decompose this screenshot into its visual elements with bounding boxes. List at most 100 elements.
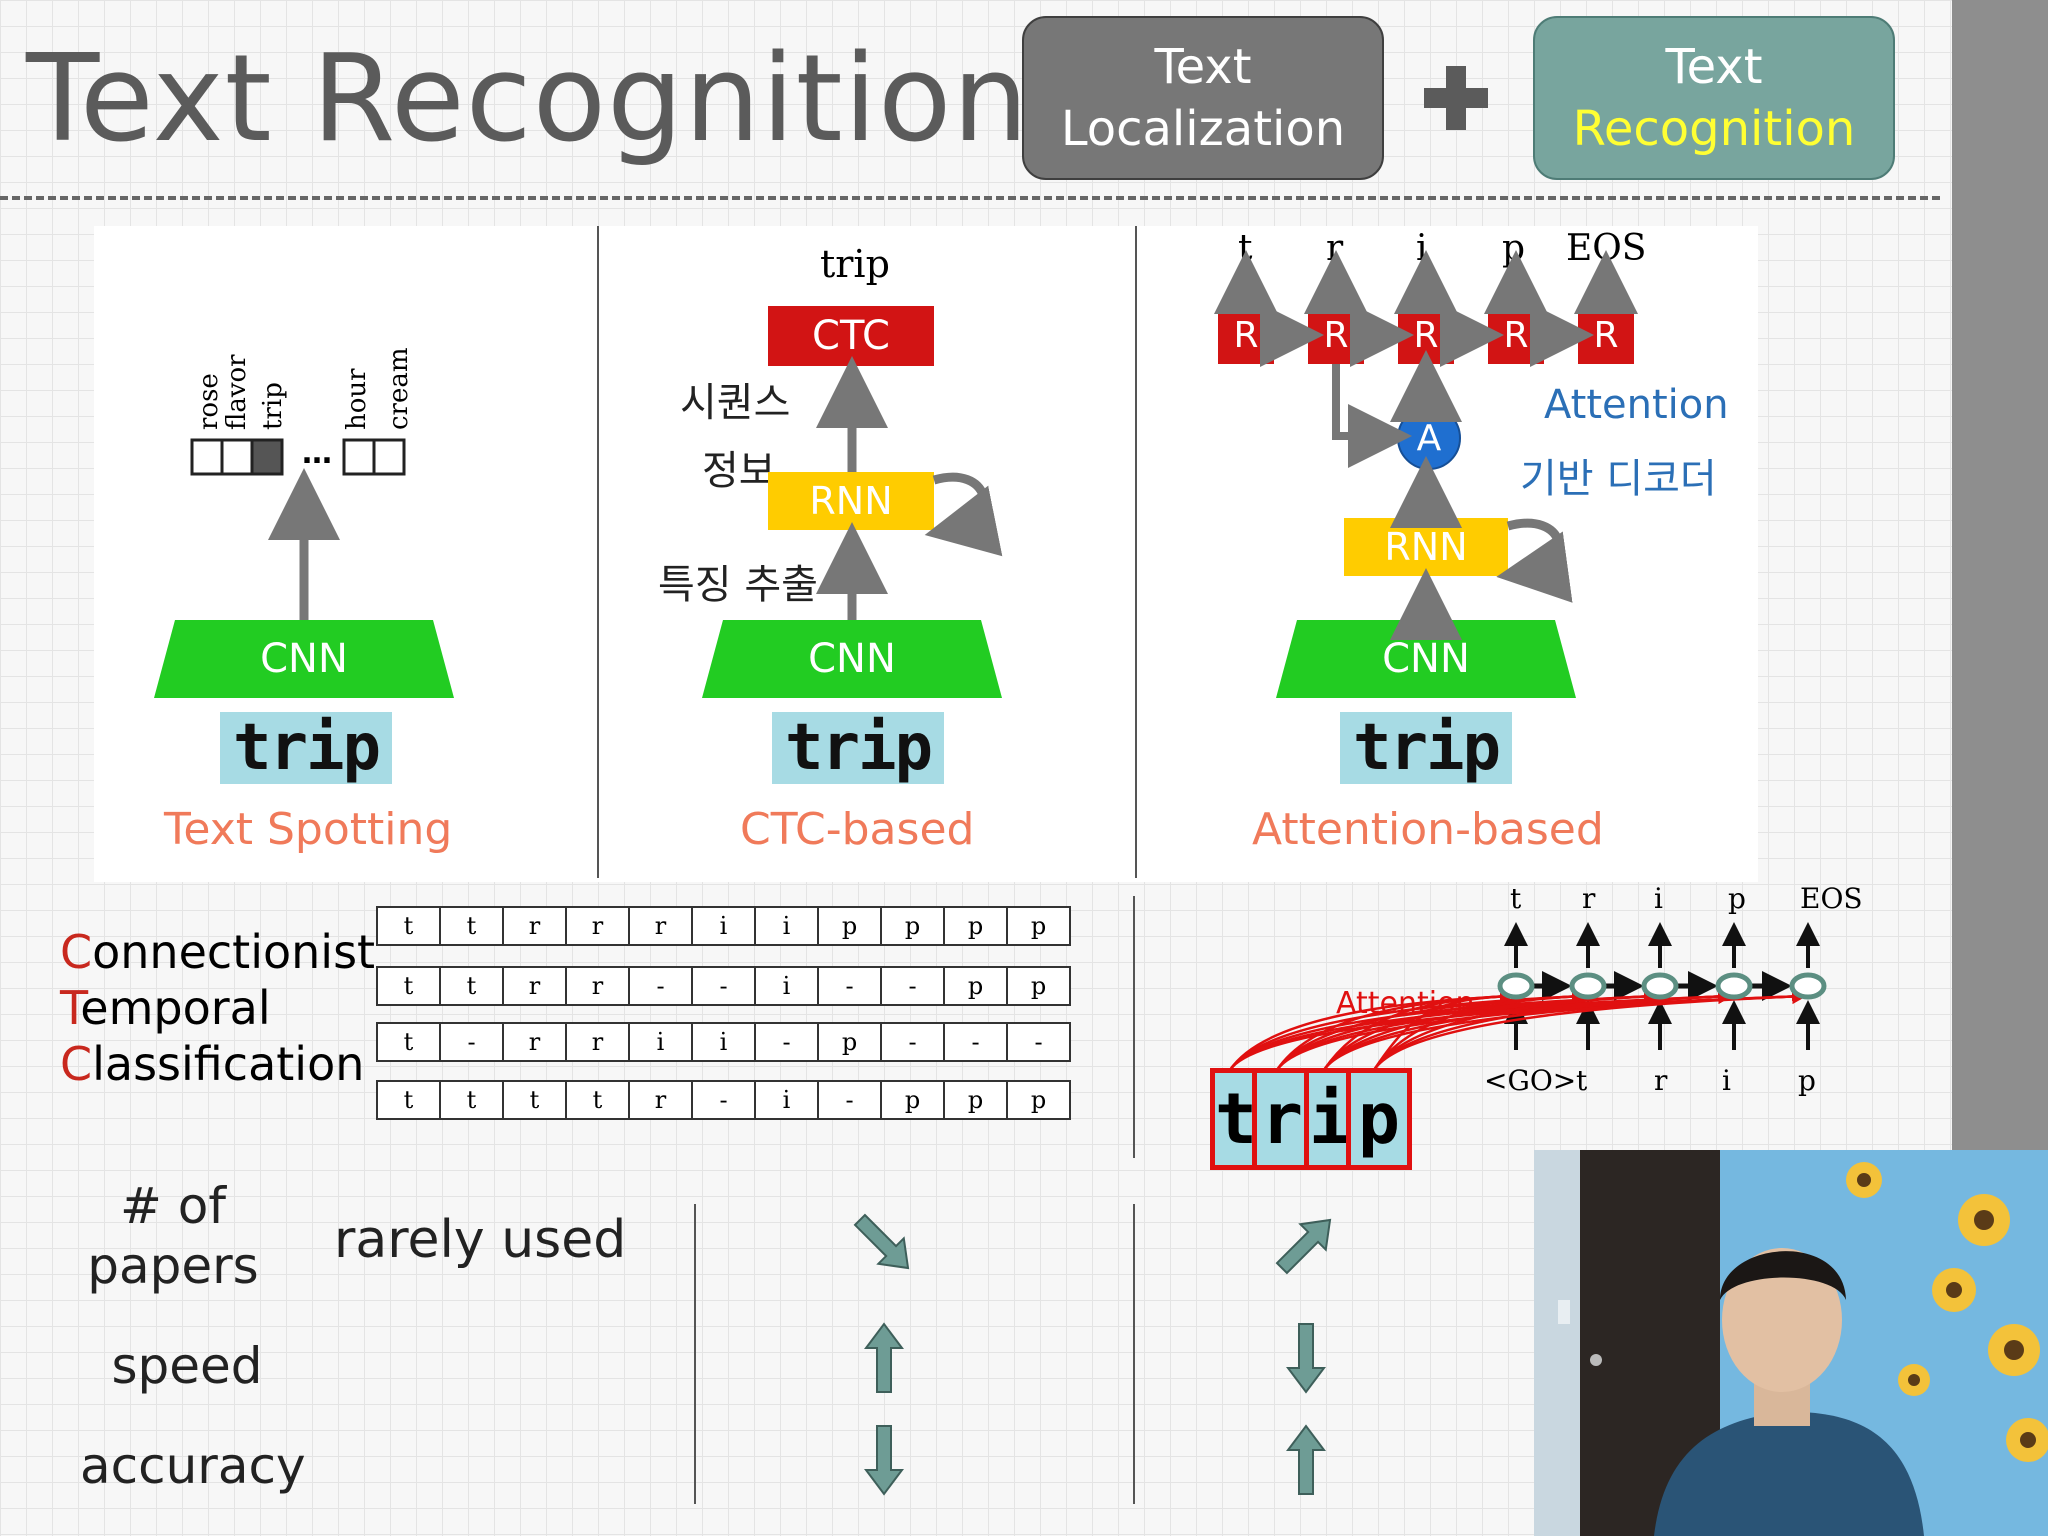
spotting-output-grid	[190, 438, 406, 476]
ctc-cell: i	[691, 1022, 756, 1062]
ctc-cell: p	[1006, 1080, 1071, 1120]
attn-letter-box: p	[1346, 1068, 1412, 1170]
attention-curve	[1372, 989, 1659, 1071]
ctc-rnn-loop	[924, 472, 1003, 557]
ctc-trend-arrow	[864, 1425, 904, 1496]
attention-curve	[1372, 989, 1587, 1071]
attention-note-line-2: 기반 디코더	[1520, 456, 1717, 502]
attention-trend-arrow	[1286, 1424, 1326, 1495]
panel-separator-1	[597, 226, 599, 878]
ctc-cell: i	[754, 1080, 819, 1120]
ctc-cell: p	[1006, 966, 1071, 1006]
ctc-cell: p	[817, 906, 882, 946]
ctc-cell: t	[502, 1080, 567, 1120]
row-label-papers: # of papers	[87, 1177, 259, 1295]
ctc-label-line-2: Temporal	[60, 981, 271, 1035]
attn-seq-input: r	[1654, 1064, 1668, 1097]
ctc-trend-arrow	[853, 1213, 910, 1270]
ctc-cnn-block: CNN	[702, 620, 1002, 698]
sequence-info-line-2: 정보	[702, 448, 776, 494]
ctc-cell: -	[754, 1022, 819, 1062]
attn-seq-node	[1497, 972, 1535, 1000]
ctc-cell: -	[880, 966, 945, 1006]
text-localization-box: Text Localization	[1022, 16, 1384, 180]
ctc-cell: r	[565, 906, 630, 946]
attn-rnn-loop	[1496, 518, 1573, 603]
ctc-cell: t	[565, 1080, 630, 1120]
sequence-info-line-1: 시퀀스	[680, 380, 791, 426]
ctc-cell: -	[817, 1080, 882, 1120]
ctc-cell: r	[502, 906, 567, 946]
ctc-cell: p	[817, 1022, 882, 1062]
ctc-cell: -	[880, 1022, 945, 1062]
ctc-trend-arrow	[864, 1322, 904, 1393]
ctc-cell: -	[691, 966, 756, 1006]
attn-seq-output: r	[1582, 882, 1596, 915]
attention-note-line-1: Attention	[1544, 382, 1729, 428]
ctc-cell: -	[1006, 1022, 1071, 1062]
recognition-line-1: Text	[1665, 38, 1763, 95]
ctc-cell: -	[439, 1022, 504, 1062]
comparison-separator-1	[694, 1204, 696, 1504]
dashed-divider	[0, 196, 1940, 200]
attn-trip-image: trip	[1340, 711, 1512, 785]
spotting-caption: Text Spotting	[164, 804, 453, 855]
ctc-cell: r	[565, 1022, 630, 1062]
ctc-cell: i	[754, 966, 819, 1006]
ctc-cell: t	[439, 966, 504, 1006]
localization-line-2: Localization	[1060, 101, 1346, 157]
attn-letter-box: r	[1252, 1068, 1312, 1170]
attn-seq-output: t	[1510, 882, 1522, 915]
row-label-speed: speed	[111, 1337, 263, 1395]
ctc-cell: -	[691, 1080, 756, 1120]
attn-seq-input: t	[1576, 1064, 1588, 1097]
ctc-cell: p	[943, 906, 1008, 946]
attention-trend-arrow	[1275, 1218, 1332, 1275]
ctc-cell: r	[628, 1080, 693, 1120]
spotting-trip-image: trip	[220, 711, 392, 785]
ctc-cell: -	[817, 966, 882, 1006]
attention-curve	[1372, 989, 1733, 1071]
word-ellipsis: …	[302, 436, 332, 471]
ctc-cell: -	[628, 966, 693, 1006]
ctc-cell: r	[502, 1022, 567, 1062]
ctc-label-line-3: Classification	[60, 1037, 365, 1091]
attn-seq-node	[1641, 972, 1679, 1000]
attention-caption: Attention-based	[1252, 804, 1604, 855]
attn-cnn-block: CNN	[1276, 620, 1576, 698]
attn-seq-input: i	[1722, 1064, 1731, 1097]
attn-seq-node	[1715, 972, 1753, 1000]
ctc-cell: -	[943, 1022, 1008, 1062]
ctc-cell: p	[943, 966, 1008, 1006]
ctc-cell: r	[502, 966, 567, 1006]
recognition-line-2: Recognition	[1572, 101, 1856, 157]
plus-icon	[1424, 66, 1488, 130]
ctc-output-label: trip	[820, 242, 890, 286]
attn-seq-output: EOS	[1800, 882, 1863, 915]
row-label-accuracy: accuracy	[80, 1437, 306, 1495]
ctc-cell: p	[943, 1080, 1008, 1120]
ctc-cell: t	[439, 906, 504, 946]
attention-trend-arrow	[1286, 1323, 1326, 1394]
ctc-cell: t	[376, 906, 441, 946]
ctc-caption: CTC-based	[740, 804, 975, 855]
webcam-scene	[1534, 1150, 2048, 1536]
ctc-rnn-block: RNN	[768, 472, 934, 530]
ctc-label-line-1: Connectionist	[60, 925, 376, 979]
ctc-cell: t	[439, 1080, 504, 1120]
localization-line-1: Text	[1154, 38, 1252, 95]
section-separator-ctc	[1133, 896, 1135, 1158]
feature-extraction-label: 특징 추출	[658, 562, 818, 608]
attn-seq-output: i	[1654, 882, 1663, 915]
ctc-cell: r	[628, 906, 693, 946]
ctc-cell: p	[880, 906, 945, 946]
ctc-cell: t	[376, 1080, 441, 1120]
ctc-cell: i	[628, 1022, 693, 1062]
ctc-cell: p	[880, 1080, 945, 1120]
attn-r-to-a-arrow	[1332, 364, 1412, 468]
